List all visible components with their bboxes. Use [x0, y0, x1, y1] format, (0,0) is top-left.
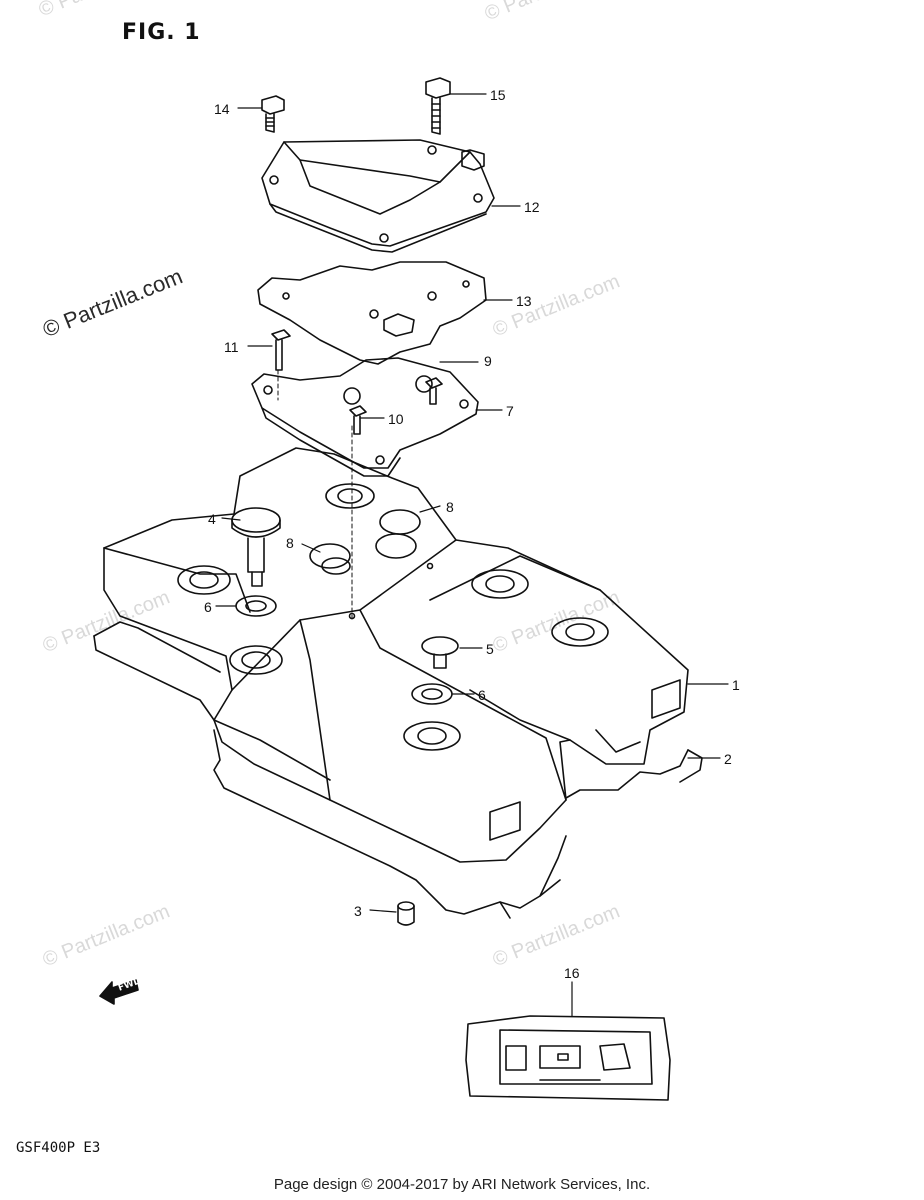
callout-7: 7: [506, 403, 514, 419]
screw-10-icon: [349, 405, 367, 435]
footer-copyright: Page design © 2004-2017 by ARI Network S…: [273, 1176, 651, 1193]
forward-arrow-icon: [99, 979, 139, 1005]
gasket-set-16-icon: [465, 1015, 671, 1101]
callout-9: 9: [484, 353, 492, 369]
dowel-3-icon: [397, 901, 415, 926]
callout-6-left: 6: [204, 599, 212, 615]
cylinder-head-cover-1-icon: [103, 447, 689, 863]
callout-8-left: 8: [286, 535, 294, 551]
gasket-2-icon: [93, 621, 703, 919]
callout-2: 2: [724, 751, 732, 767]
plate-7-icon: [251, 357, 479, 477]
callout-8-right: 8: [446, 499, 454, 515]
callout-16: 16: [564, 965, 580, 981]
model-code: GSF400P E3: [16, 1140, 101, 1156]
bolt-14-icon: [261, 95, 285, 133]
seal-6-right-icon: [411, 683, 453, 705]
breather-cover-12-icon: [261, 139, 495, 253]
callout-leaders: [215, 93, 729, 1017]
callout-5: 5: [486, 641, 494, 657]
callout-10: 10: [388, 411, 404, 427]
callout-1: 1: [732, 677, 740, 693]
screw-9-icon: [425, 377, 443, 405]
callout-12: 12: [524, 199, 540, 215]
figure-title: FIG. 1: [122, 20, 201, 45]
screw-11-icon: [271, 329, 291, 371]
callout-11: 11: [224, 339, 239, 355]
bolt-15-icon: [425, 77, 451, 135]
cap-4-icon: [231, 507, 281, 587]
callout-6-right: 6: [478, 687, 486, 703]
bolt-5-icon: [421, 636, 459, 669]
callout-14: 14: [214, 101, 230, 117]
callout-4: 4: [208, 511, 216, 527]
gasket-13-icon: [257, 261, 487, 365]
o-ring-8-icon: [309, 509, 421, 569]
callout-15: 15: [490, 87, 506, 103]
seal-6-left-icon: [235, 595, 277, 617]
callout-3: 3: [354, 903, 362, 919]
callout-13: 13: [516, 293, 532, 309]
